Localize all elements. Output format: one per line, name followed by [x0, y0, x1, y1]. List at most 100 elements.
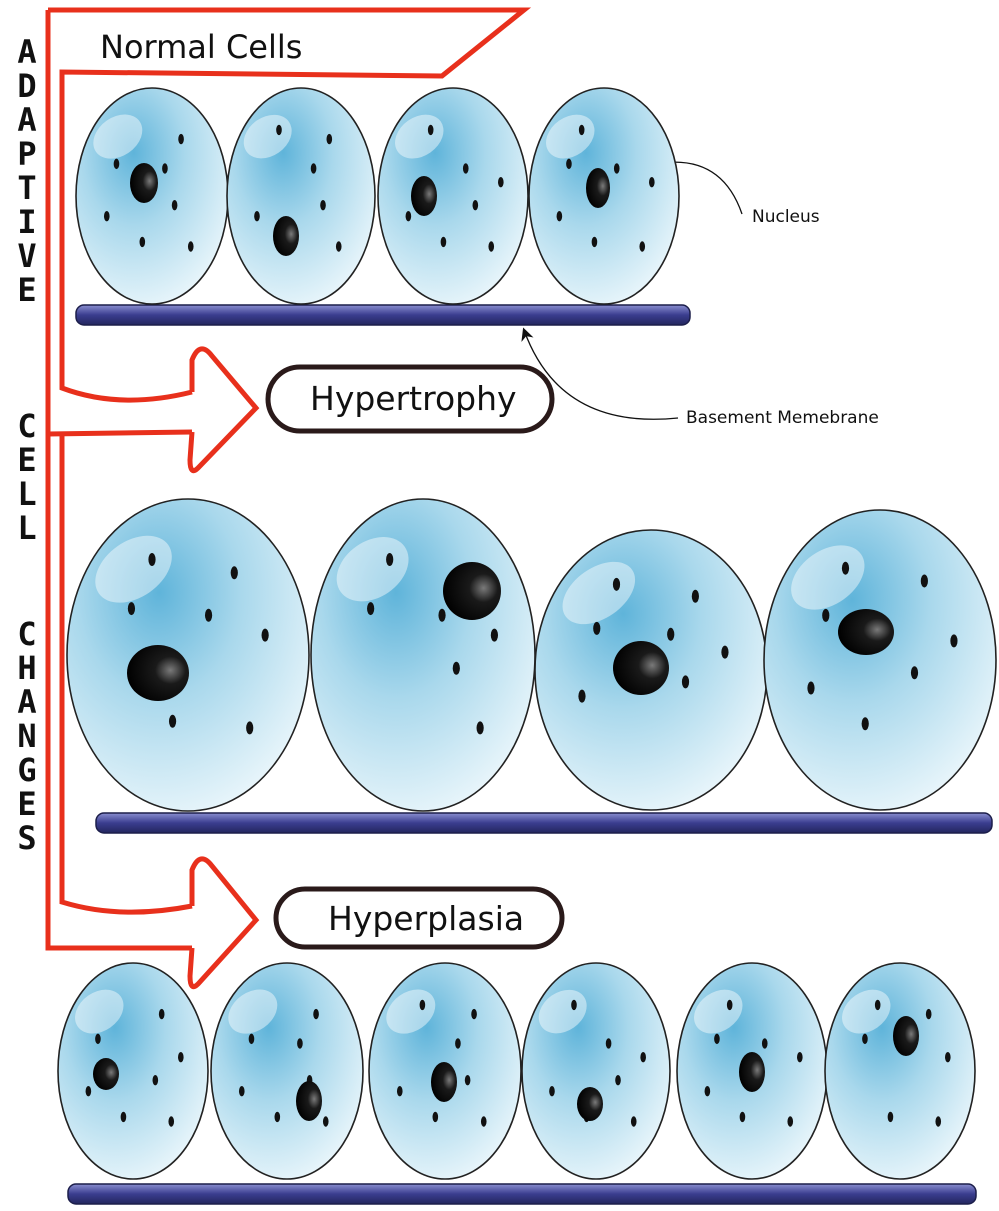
organelle-dot — [578, 690, 585, 703]
organelle-dot — [311, 163, 317, 173]
cell — [677, 963, 827, 1179]
organelle-dot — [762, 1038, 768, 1048]
organelle-dot — [323, 1116, 329, 1126]
organelle-dot — [148, 553, 155, 566]
nucleus — [586, 168, 610, 208]
organelle-dot — [275, 1112, 281, 1122]
cell — [311, 499, 535, 811]
organelle-dot — [336, 241, 342, 251]
hyperplasia-arrow-head-icon — [190, 859, 256, 987]
organelle-dot — [566, 159, 572, 169]
cell-body — [764, 510, 996, 810]
organelle-dot — [862, 717, 869, 730]
organelle-dot — [406, 211, 412, 221]
cell-body — [211, 963, 363, 1179]
nucleus — [411, 176, 437, 216]
organelle-dot — [639, 241, 645, 251]
cell-body — [58, 963, 208, 1179]
organelle-dot — [465, 1075, 471, 1085]
nucleus — [296, 1081, 322, 1121]
organelle-dot — [471, 1009, 477, 1019]
organelle-dot — [428, 125, 434, 135]
cell — [378, 88, 528, 304]
organelle-dot — [153, 1075, 159, 1085]
organelle-dot — [246, 721, 253, 734]
organelle-dot — [169, 715, 176, 728]
cell-body — [378, 88, 528, 304]
organelle-dot — [714, 1034, 720, 1044]
organelle-dot — [571, 1000, 577, 1010]
organelle-dot — [926, 1009, 932, 1019]
organelle-dot — [327, 134, 333, 144]
organelle-dot — [705, 1086, 711, 1096]
cell — [67, 499, 309, 811]
organelle-dot — [455, 1038, 461, 1048]
nucleus — [838, 609, 894, 655]
cell-body — [67, 499, 309, 811]
organelle-dot — [935, 1116, 941, 1126]
organelle-dot — [463, 163, 469, 173]
organelle-dot — [721, 646, 728, 659]
organelle-dot — [491, 629, 498, 642]
cell-body — [311, 499, 535, 811]
cell — [211, 963, 363, 1179]
organelle-dot — [140, 237, 146, 247]
organelle-dot — [640, 1052, 646, 1062]
organelle-dot — [875, 1000, 881, 1010]
organelle-dot — [842, 562, 849, 575]
cell — [825, 963, 975, 1179]
nucleus — [613, 641, 669, 695]
nucleus — [93, 1058, 119, 1090]
nucleus — [127, 645, 189, 701]
organelle-dot — [104, 211, 110, 221]
nucleus — [273, 216, 299, 256]
organelle-dot — [397, 1086, 403, 1096]
organelle-dot — [95, 1034, 101, 1044]
cell — [529, 88, 679, 304]
cell — [58, 963, 208, 1179]
cell — [76, 88, 228, 304]
nucleus — [130, 163, 158, 203]
organelle-dot — [592, 237, 598, 247]
organelle-dot — [276, 125, 282, 135]
organelle-dot — [172, 200, 178, 210]
organelle-dot — [297, 1038, 303, 1048]
cell — [522, 963, 670, 1179]
organelle-dot — [593, 622, 600, 635]
organelle-dot — [168, 1116, 174, 1126]
organelle-dot — [911, 666, 918, 679]
organelle-dot — [888, 1112, 894, 1122]
organelle-dot — [473, 200, 479, 210]
nucleus — [577, 1087, 603, 1121]
cells-layer — [58, 88, 996, 1179]
organelle-dot — [249, 1034, 255, 1044]
organelle-dot — [945, 1052, 951, 1062]
organelle-dot — [86, 1086, 92, 1096]
cell-body — [522, 963, 670, 1179]
organelle-dot — [727, 1000, 733, 1010]
organelle-dot — [433, 1112, 439, 1122]
organelle-dot — [386, 553, 393, 566]
organelle-dot — [205, 609, 212, 622]
basement-membrane — [96, 813, 992, 833]
basement-membrane-annotation: Basement Memebrane — [686, 408, 879, 428]
organelle-dot — [239, 1086, 245, 1096]
hyperplasia-label: Hyperplasia — [328, 899, 524, 938]
organelle-dot — [557, 211, 563, 221]
cell-body — [227, 88, 375, 304]
organelle-dot — [822, 609, 829, 622]
organelle-dot — [682, 675, 689, 688]
cell — [369, 963, 521, 1179]
organelle-dot — [114, 159, 120, 169]
organelle-dot — [549, 1086, 555, 1096]
organelle-dot — [606, 1038, 612, 1048]
cell — [764, 510, 996, 810]
organelle-dot — [121, 1112, 127, 1122]
organelle-dot — [807, 682, 814, 695]
cell — [227, 88, 375, 304]
organelle-dot — [613, 578, 620, 591]
cell-body — [825, 963, 975, 1179]
organelle-dot — [231, 566, 238, 579]
nucleus — [431, 1062, 457, 1102]
